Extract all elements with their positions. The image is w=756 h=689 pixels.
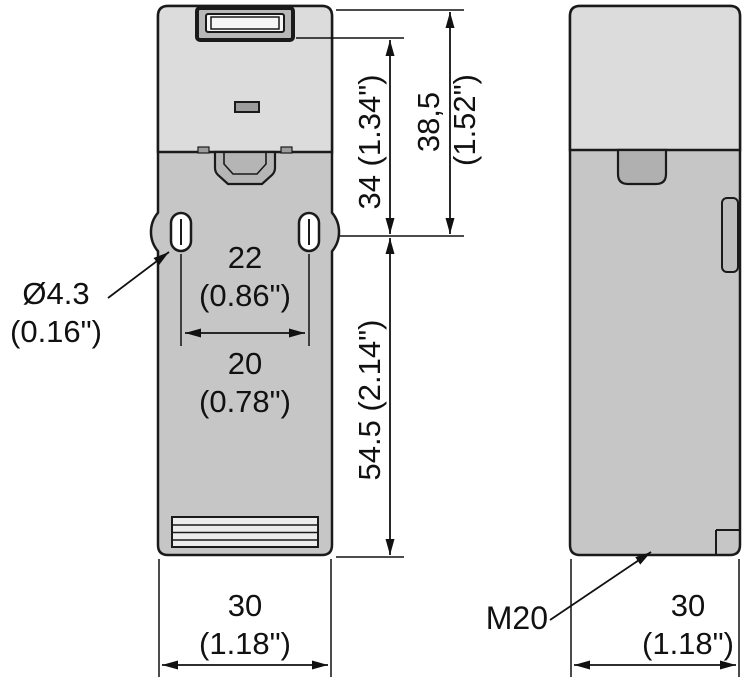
label-span-22-inch: (0.86") (199, 278, 291, 313)
terminal-block (171, 516, 319, 548)
front-head-section (156, 4, 334, 154)
extension-lines (158, 9, 740, 677)
label-height-34: 34 (1.34") (352, 74, 387, 210)
label-height-38-5-inch: (1.52") (447, 74, 482, 166)
leader-hole-diameter (107, 251, 170, 299)
plunger-dome (213, 150, 277, 186)
side-clamp-detail (721, 197, 739, 273)
label-width-side-inch: (1.18") (642, 626, 734, 661)
junction-tab-left (197, 146, 210, 154)
label-m20-thread: M20 (485, 600, 548, 636)
dimension-lines (162, 12, 736, 670)
label-span-22: 22 (227, 240, 263, 275)
junction-tab-right (280, 146, 293, 154)
plunger-dome-inner (223, 152, 267, 175)
front-window-slot (234, 101, 260, 113)
leader-m20-thread (549, 551, 652, 621)
label-height-38-5: 38,5 (411, 91, 446, 153)
key-slot-opening (205, 13, 285, 33)
front-view (149, 4, 341, 557)
label-hole-diameter: Ø4.3 (22, 276, 90, 311)
side-plunger-dome (616, 148, 668, 186)
label-hole-diameter-inch: (0.16") (10, 314, 102, 349)
side-head-section (568, 4, 742, 152)
label-span-20-inch: (0.78") (199, 384, 291, 419)
key-slot-inner-line (210, 16, 280, 30)
label-width-side: 30 (670, 588, 706, 623)
leader-lines (107, 251, 652, 621)
label-width-front: 30 (227, 588, 263, 623)
label-height-54-5: 54.5 (2.14") (352, 319, 387, 481)
label-span-20: 20 (227, 346, 263, 381)
side-view (568, 4, 742, 557)
side-bottom-step (715, 529, 740, 555)
label-width-front-inch: (1.18") (199, 626, 291, 661)
